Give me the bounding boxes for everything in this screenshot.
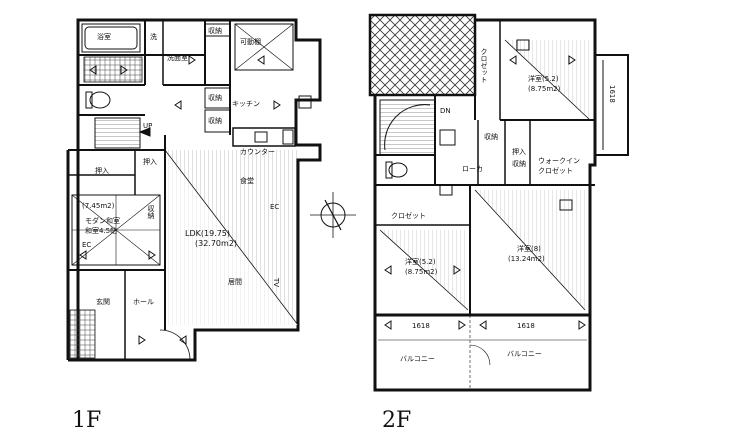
tv-label: TV (272, 278, 280, 288)
closet-top-label: クロゼット (480, 48, 488, 83)
ldk-label: LDK(19.75) (185, 229, 231, 238)
room-se-label: 洋室(8) (517, 245, 541, 253)
modern-room-label: モダン和室 (85, 217, 120, 225)
bathtub (81, 23, 141, 53)
dn-label: DN (440, 107, 451, 115)
ec-kitchen-label: EC (270, 203, 280, 211)
kitchen-label: キッチン (232, 100, 260, 108)
room-washroom-label: 洗面室 (167, 54, 188, 62)
modern-area-label: (7.45m2) (82, 202, 115, 210)
storage-b-label: 収納 (208, 117, 222, 125)
storage-a-label: 収納 (208, 94, 222, 102)
living-label: 居間 (228, 278, 242, 286)
ec-washitsu-label: EC (82, 241, 92, 249)
floor-1-label: 1F (72, 408, 102, 433)
dim-1618-right-label: 1618 (517, 322, 535, 330)
floor-2-drawing (368, 13, 629, 392)
entrance-label: 玄関 (96, 298, 110, 306)
up-label: UP (143, 122, 153, 130)
hall-label: ホール (133, 298, 154, 306)
storage-top-label: 収納 (208, 27, 222, 35)
closet-w-label: クロゼット (391, 212, 426, 220)
floor-1-drawing (66, 18, 356, 362)
room-se-area-label: (13.24m2) (508, 255, 545, 263)
walk-in-label: ウォークイン (538, 157, 580, 165)
room-ne-area-label: (8.75m2) (528, 85, 561, 93)
oshiire-2f-label: 押入 (512, 148, 526, 156)
room-ne-label: 洋室(5.2) (528, 75, 559, 83)
compass-icon (310, 192, 356, 238)
counter-label: カウンター (240, 148, 275, 156)
walk-in-sub-label: クロゼット (538, 167, 573, 175)
room-bath-label: 浴室 (97, 33, 111, 41)
dim-1618-left-label: 1618 (412, 322, 430, 330)
oshiire-sub-2f-label: 収納 (512, 160, 526, 168)
storage-2f-label: 収納 (484, 133, 498, 141)
corridor-label: ローカ (462, 165, 483, 173)
oshiire-label: 押入 (95, 167, 109, 175)
ldk-area-label: (32.70m2) (195, 239, 238, 248)
dining-label: 食堂 (240, 177, 254, 185)
balcony-right-label: バルコニー (507, 350, 542, 358)
storage-door-label: 収納 (147, 205, 155, 219)
modern-room-size-label: 和室4.5帖 (85, 227, 118, 235)
oshiire2-label: 押入 (143, 158, 157, 166)
floor-2-label: 2F (382, 408, 412, 433)
room-sw-label: 洋室(5.2) (405, 258, 436, 266)
dim-1618-vertical-label: 1618 (608, 85, 616, 103)
movable-shelf-label: 可動棚 (240, 38, 261, 46)
room-wash-label: 洗 (150, 33, 157, 41)
room-sw-area-label: (8.75m2) (405, 268, 438, 276)
balcony-left-label: バルコニー (400, 355, 435, 363)
